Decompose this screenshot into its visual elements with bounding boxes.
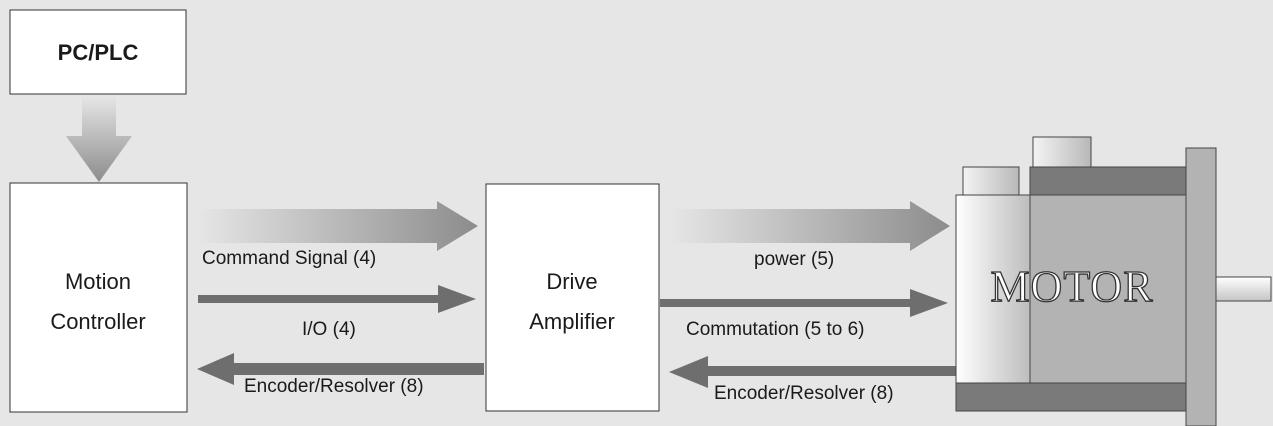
command-signal-arrow <box>197 201 478 251</box>
commutation-label: Commutation (5 to 6) <box>686 319 864 340</box>
motor-bottom-band <box>955 382 1187 412</box>
drive-amplifier-label-line1: Drive <box>546 269 597 294</box>
io-arrow <box>198 285 476 313</box>
motion-controller-label-line1: Motion <box>65 269 131 294</box>
pc-plc-block: PC/PLC <box>9 9 187 95</box>
pc-plc-label: PC/PLC <box>58 40 139 65</box>
motion-controller-block: Motion Controller <box>9 182 188 413</box>
motor-label: MOTOR <box>990 262 1153 311</box>
power-label: power (5) <box>754 249 834 270</box>
command-signal-label: Command Signal (4) <box>202 248 376 269</box>
encoder-resolver-left-label: Encoder/Resolver (8) <box>244 376 424 397</box>
motor-body <box>1029 166 1187 412</box>
encoder-resolver-left-arrow <box>197 353 484 385</box>
power-arrow <box>670 201 950 251</box>
commutation-arrow <box>660 289 948 317</box>
motor-connector-right <box>1032 136 1092 168</box>
motor-connector-left <box>962 166 1020 196</box>
motor-illustration: MOTOR <box>955 136 1272 426</box>
motor-flange <box>1185 147 1217 426</box>
motor-top-band <box>1029 166 1187 196</box>
pc-to-controller-arrow <box>66 96 132 182</box>
motion-controller-label-line2: Controller <box>50 309 145 334</box>
drive-amplifier-label-line2: Amplifier <box>529 309 615 334</box>
encoder-resolver-right-label: Encoder/Resolver (8) <box>714 383 894 404</box>
encoder-resolver-right-arrow <box>669 356 956 388</box>
drive-amplifier-block: Drive Amplifier <box>485 183 660 412</box>
io-label: I/O (4) <box>302 319 356 340</box>
motor-shaft <box>1215 276 1272 302</box>
